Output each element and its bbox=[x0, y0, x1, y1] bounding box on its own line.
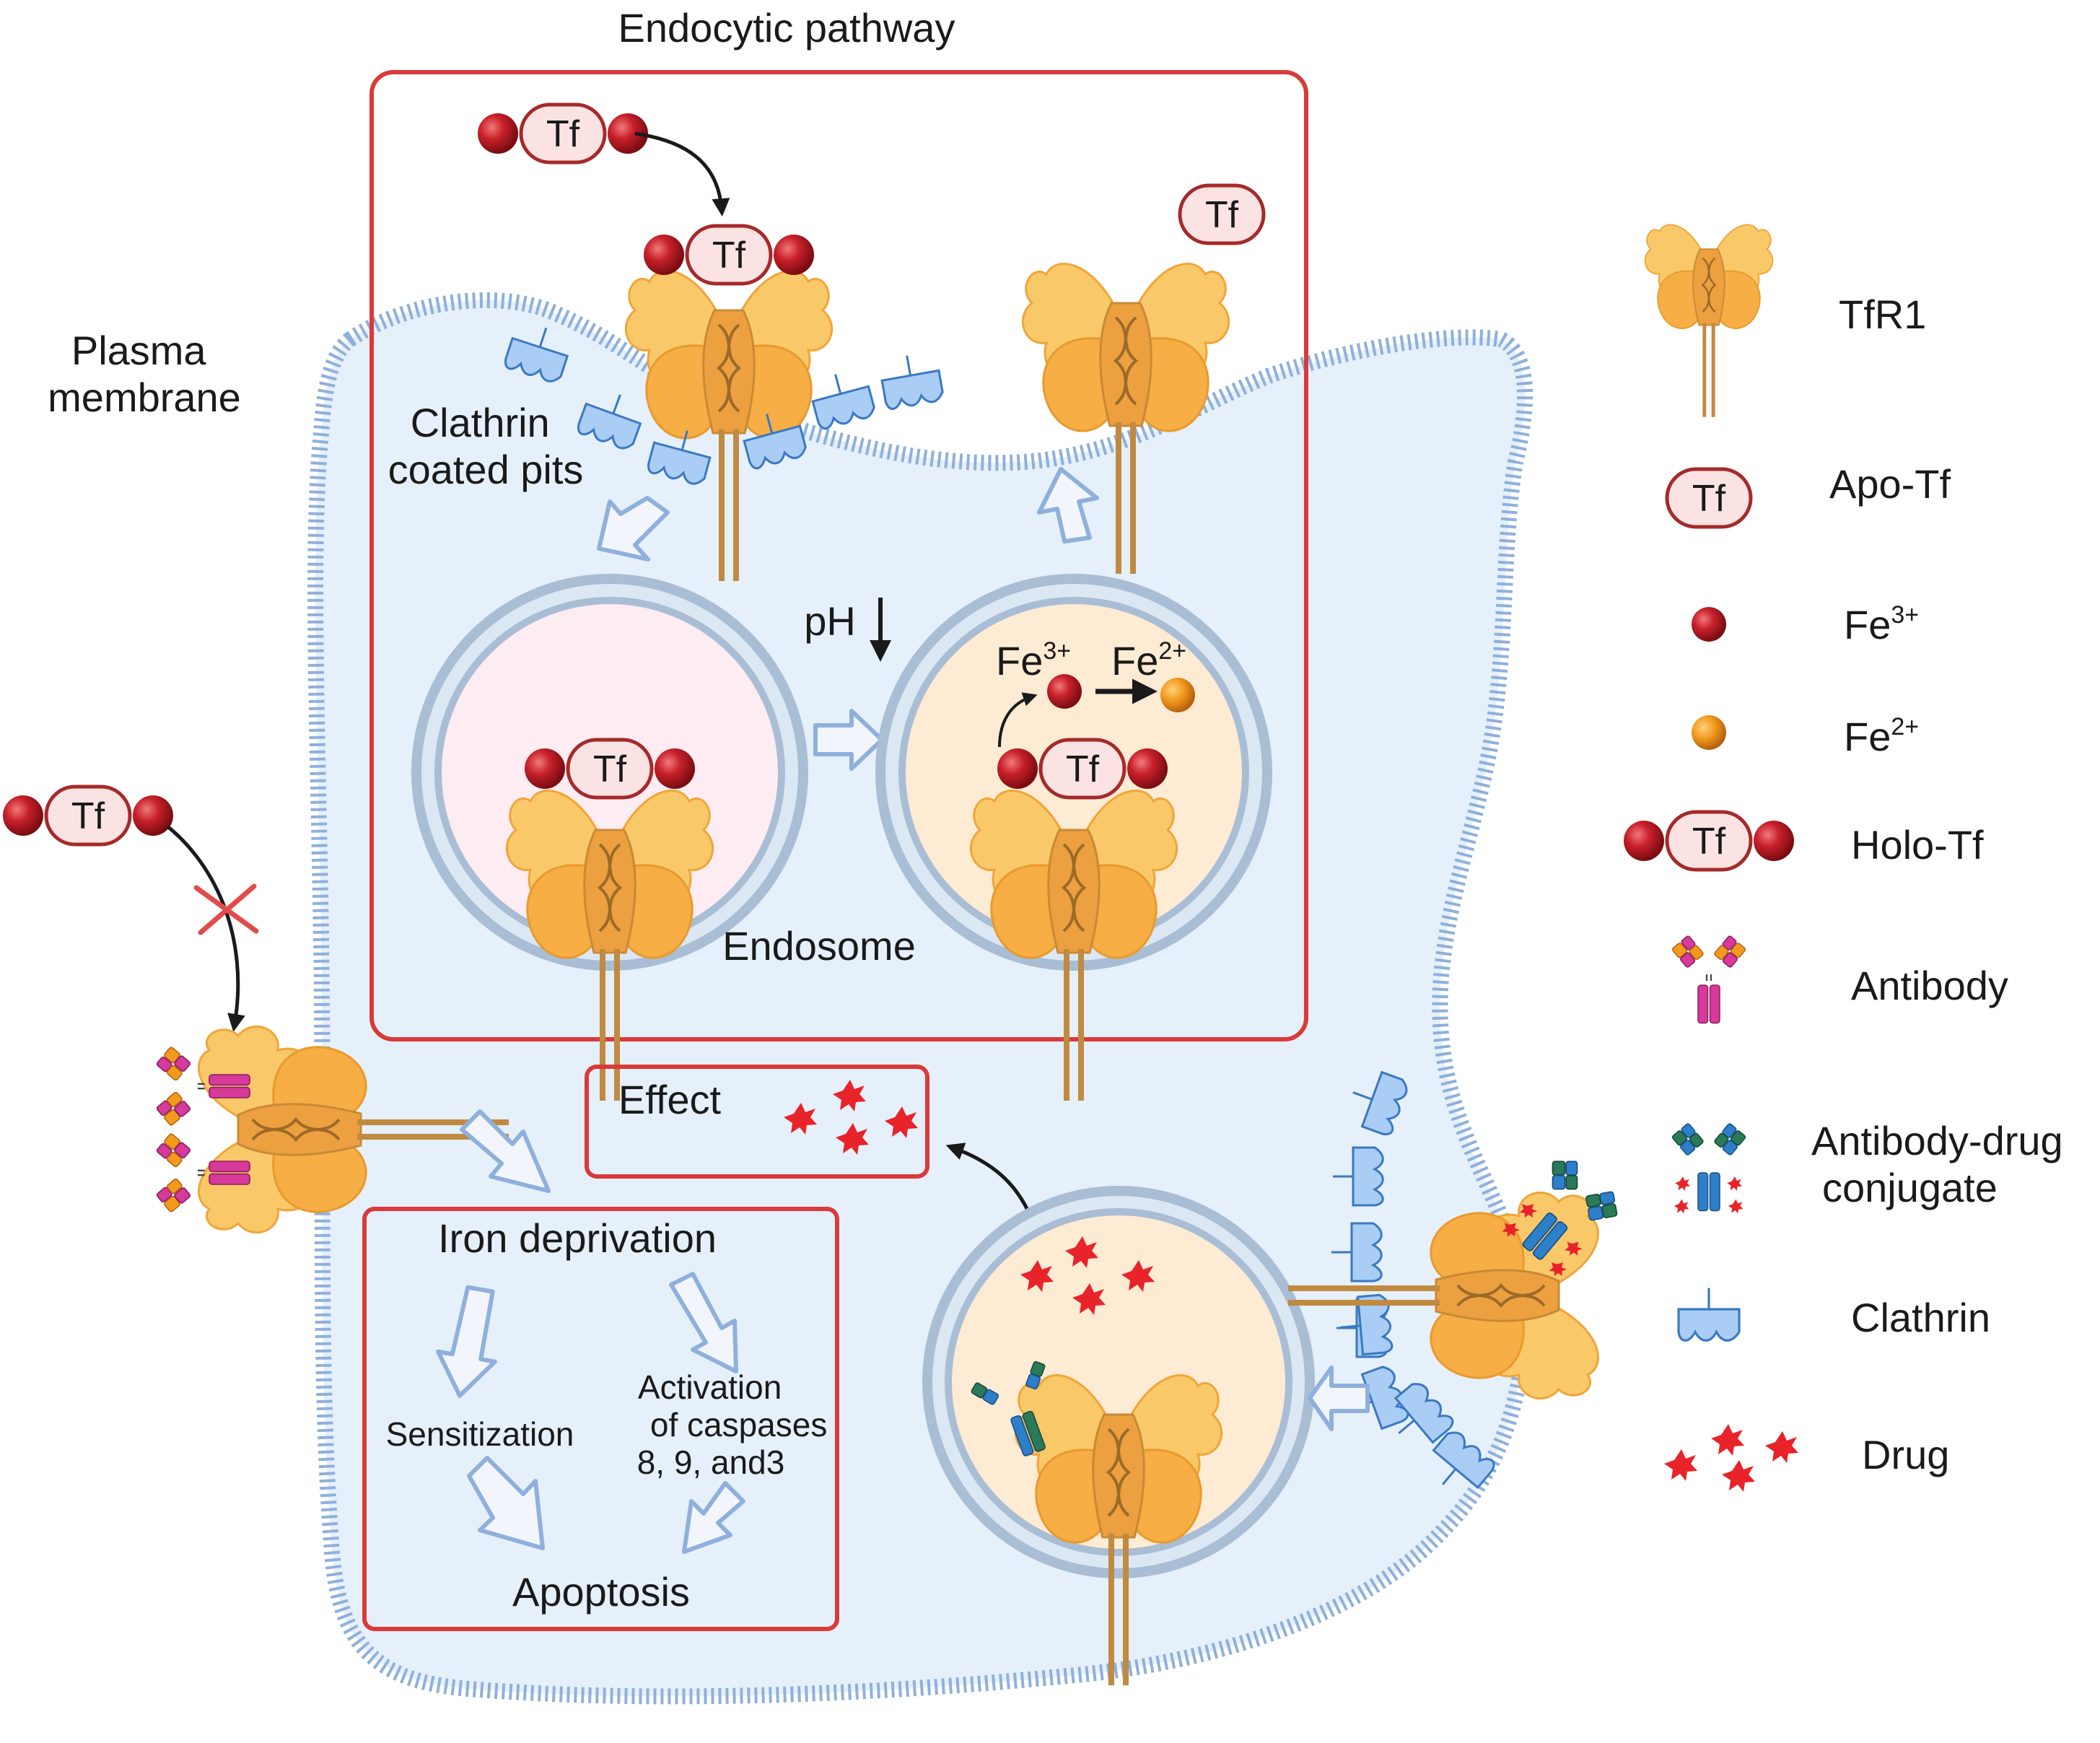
legend-drug-label: Drug bbox=[1862, 1432, 1949, 1477]
activation-apoptosis-arrow bbox=[682, 1481, 745, 1554]
legend-fe2-icon bbox=[1692, 715, 1726, 750]
to-activation-arrow bbox=[669, 1272, 738, 1373]
effect-label: Effect bbox=[618, 1077, 722, 1122]
binding-arrow bbox=[634, 131, 730, 217]
endocytic-pathway-frame bbox=[369, 70, 1308, 1041]
legend-holo-tf-label: Holo-Tf bbox=[1851, 822, 1984, 868]
fe3-ion bbox=[1047, 674, 1082, 709]
legend-holo-tf-icon: Tf bbox=[1624, 812, 1794, 870]
endocytic-pathway-title: Endocytic pathway bbox=[618, 5, 955, 51]
antibody-in-endosome bbox=[971, 1360, 1046, 1456]
plasma-membrane-label: Plasma membrane bbox=[48, 328, 241, 420]
fe2-ion bbox=[1160, 678, 1195, 712]
svg-text:Tf: Tf bbox=[546, 113, 580, 155]
legend-clathrin-label: Clathrin bbox=[1851, 1295, 1990, 1340]
adc-internalization-arrow bbox=[1308, 1366, 1370, 1431]
iron-release-arrow bbox=[998, 692, 1038, 748]
sensitization-apoptosis-arrow bbox=[467, 1456, 545, 1550]
fe2-label: Fe2+ bbox=[1111, 637, 1186, 683]
holo-tf-blocked: Tf bbox=[3, 787, 173, 844]
legend-fe2-label: Fe2+ bbox=[1844, 713, 1919, 759]
legend-tfr1-label: TfR1 bbox=[1839, 292, 1926, 337]
svg-text:Tf: Tf bbox=[712, 235, 746, 276]
blocked-cross bbox=[193, 883, 259, 935]
holo-tf-late-endosome: Tf bbox=[997, 740, 1168, 798]
legend: TfR1 Tf Apo-Tf Fe3+ Fe2+ Tf Holo-Tf Anti… bbox=[1624, 224, 2074, 1492]
maturation-arrow bbox=[813, 709, 884, 771]
drug-release-arrow bbox=[945, 1143, 1034, 1220]
to-sensitization-arrow bbox=[436, 1285, 497, 1398]
legend-antibody-icon bbox=[1671, 934, 1747, 1024]
sensitization-label: Sensitization bbox=[386, 1415, 574, 1453]
legend-antibody-label: Antibody bbox=[1851, 963, 2008, 1008]
iron-deprivation-label: Iron deprivation bbox=[438, 1215, 717, 1261]
recycling-arrow bbox=[1037, 467, 1099, 543]
activation-label: Activation of caspases 8, 9, and3 bbox=[637, 1368, 836, 1481]
ph-label: pH bbox=[804, 598, 856, 644]
svg-text:Tf: Tf bbox=[1692, 478, 1726, 520]
legend-adc-icon bbox=[1671, 1123, 1746, 1213]
adc-endosome bbox=[922, 1186, 1315, 1578]
endocytosis-arrow bbox=[597, 496, 670, 562]
holo-tf-incoming: Tf bbox=[478, 105, 648, 162]
legend-drug-icon bbox=[1664, 1424, 1798, 1492]
holo-tf-early-endosome: Tf bbox=[525, 740, 695, 798]
effect-box bbox=[585, 1065, 929, 1179]
holo-tf-bound: Tf bbox=[644, 226, 814, 284]
endosome-label: Endosome bbox=[722, 923, 916, 969]
clathrin-coated-pits-label: Clathrin coated pits bbox=[388, 400, 584, 492]
apoptosis-label: Apoptosis bbox=[512, 1569, 690, 1615]
svg-text:Tf: Tf bbox=[1205, 194, 1239, 236]
svg-text:Tf: Tf bbox=[1692, 821, 1726, 862]
legend-fe3-label: Fe3+ bbox=[1844, 601, 1919, 647]
legend-fe3-icon bbox=[1692, 607, 1726, 642]
iron-deprivation-box bbox=[362, 1207, 839, 1631]
legend-tfr1-icon bbox=[1644, 224, 1774, 418]
blocked-binding-arrow bbox=[166, 825, 245, 1032]
deprivation-arrow bbox=[460, 1109, 551, 1193]
apo-tf-released: Tf bbox=[1180, 185, 1264, 243]
svg-text:Tf: Tf bbox=[593, 748, 627, 790]
legend-clathrin-icon bbox=[1677, 1287, 1741, 1342]
svg-text:Tf: Tf bbox=[71, 795, 105, 837]
legend-adc-label: Antibody-drug conjugate bbox=[1811, 1118, 2074, 1210]
legend-apo-tf-label: Apo-Tf bbox=[1829, 461, 1951, 507]
fe3-label: Fe3+ bbox=[996, 637, 1071, 683]
svg-text:Tf: Tf bbox=[1066, 748, 1100, 790]
legend-apo-tf-icon: Tf bbox=[1667, 469, 1751, 527]
